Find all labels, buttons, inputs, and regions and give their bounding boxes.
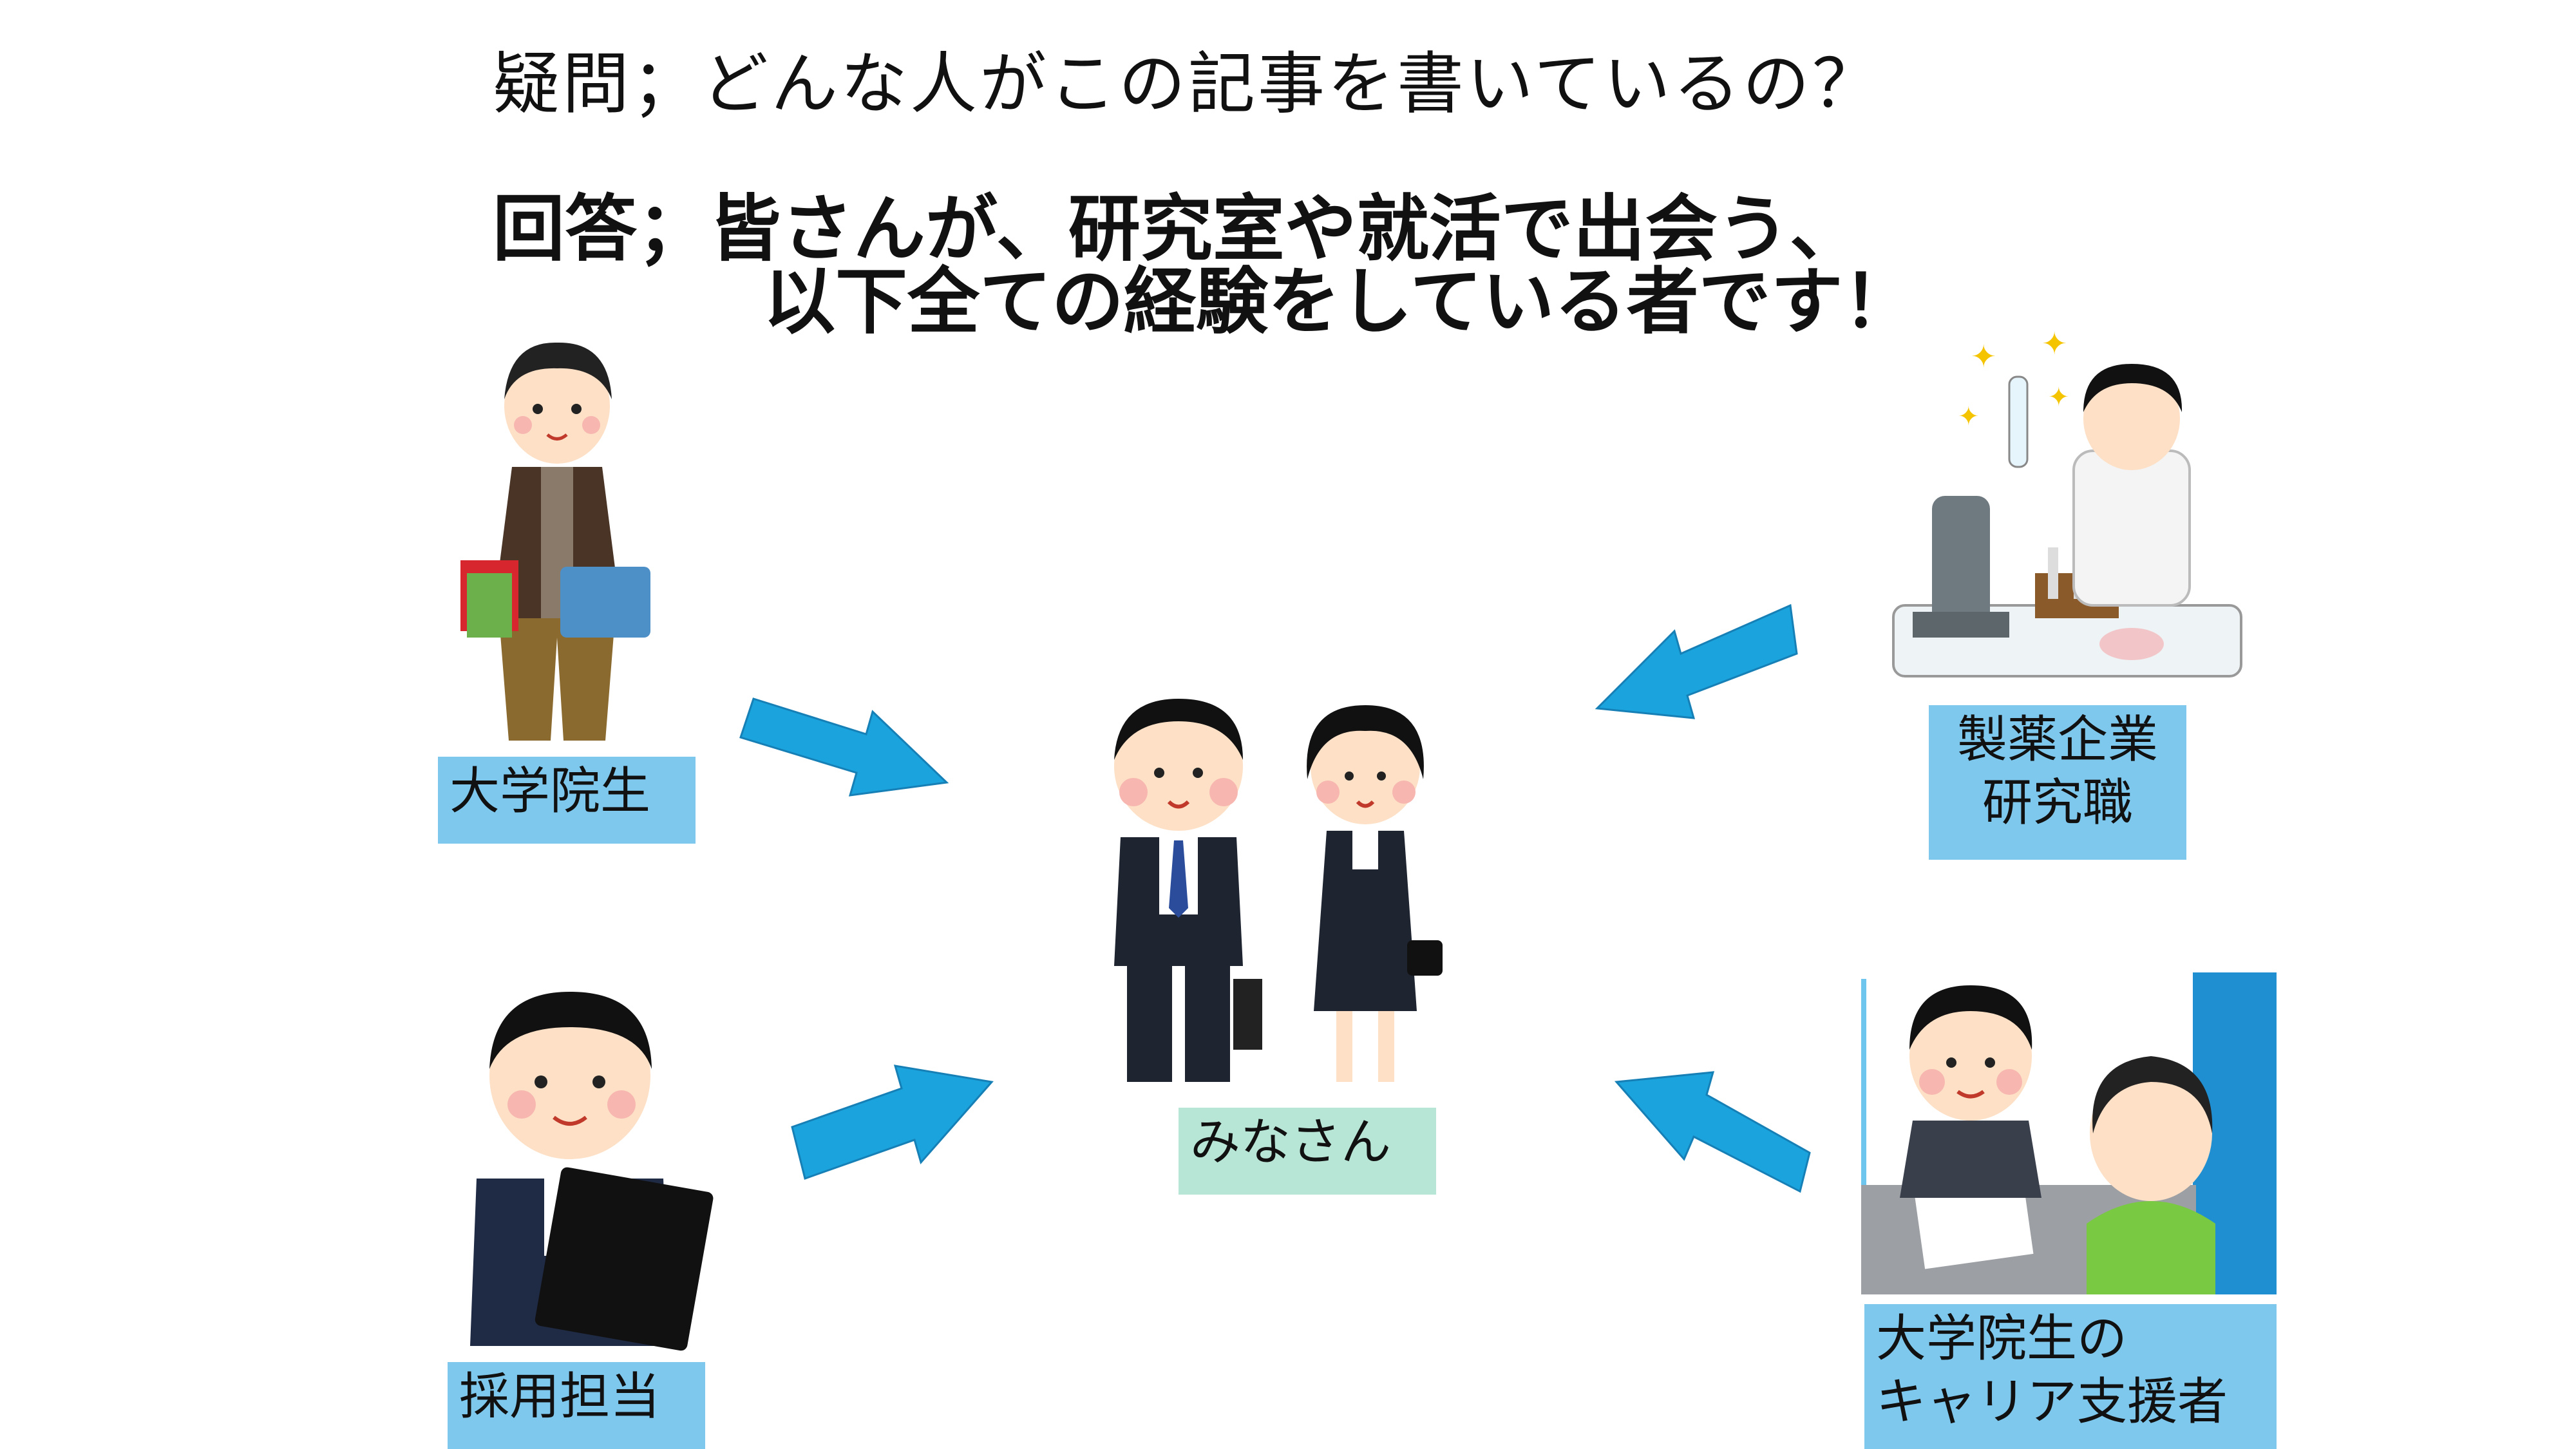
svg-text:✦: ✦: [1971, 339, 1996, 375]
arrow-icon: [1614, 1071, 1811, 1193]
svg-text:✦: ✦: [2048, 383, 2070, 412]
career-counselor-figure: [1861, 972, 2277, 1294]
label-you-text: みなさん: [1190, 1113, 1392, 1171]
job-seekers-figure: [1114, 699, 1443, 1082]
arrow-icon: [1595, 603, 1798, 719]
label-you: みなさん: [1179, 1108, 1436, 1195]
student-figure: [460, 342, 650, 741]
label-pharma-line1: 製薬企業: [1956, 711, 2158, 769]
answer-text-line2: 以下全ての経験をしている者です！: [763, 260, 1915, 344]
answer-text-line1: 回答；皆さんが、研究室や就活で出会う、: [493, 187, 1862, 271]
label-career: 大学院生の キャリア支援者: [1864, 1304, 2277, 1449]
label-recruiter-text: 採用担当: [459, 1368, 661, 1426]
label-pharma: 製薬企業 研究職: [1929, 705, 2186, 860]
arrow-icon: [739, 697, 949, 797]
label-career-line1: 大学院生の: [1876, 1310, 2128, 1368]
svg-text:✦: ✦: [2041, 326, 2067, 362]
pharma-researcher-figure: ✦ ✦ ✦ ✦: [1892, 326, 2242, 677]
label-pharma-line2: 研究職: [1982, 773, 2133, 832]
label-grad-student: 大学院生: [438, 757, 696, 844]
recruiter-figure: [470, 992, 714, 1351]
label-grad-student-text: 大学院生: [450, 762, 651, 820]
arrow-icon: [791, 1065, 994, 1180]
question-text: 疑問；どんな人がこの記事を書いているの？: [493, 44, 1882, 123]
svg-text:✦: ✦: [1958, 402, 1980, 431]
label-career-line2: キャリア支援者: [1876, 1372, 2228, 1431]
label-recruiter: 採用担当: [448, 1362, 705, 1449]
